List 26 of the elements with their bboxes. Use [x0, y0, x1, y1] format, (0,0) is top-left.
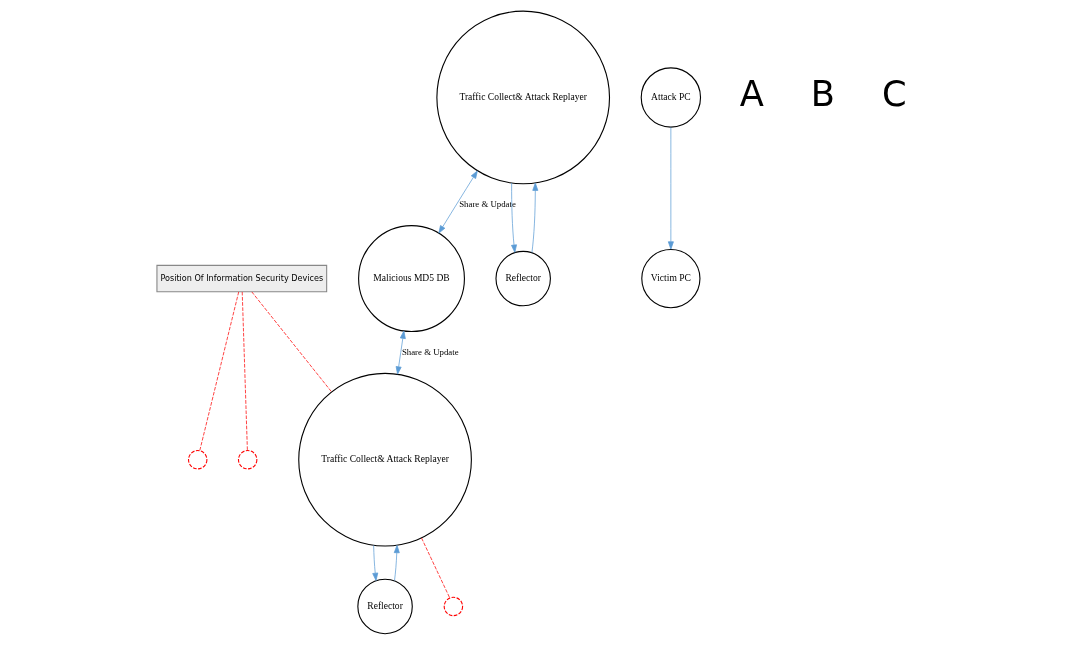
edge-label: Share & Update	[458, 199, 516, 210]
node-box: Position Of Information Security Devices	[155, 264, 327, 293]
node-circle	[237, 449, 257, 470]
connector	[420, 537, 450, 599]
arrow	[437, 170, 478, 234]
arrow	[510, 182, 517, 253]
node-circle	[443, 596, 463, 617]
arrow	[395, 330, 406, 375]
connector	[198, 291, 239, 452]
node-circle: Traffic Collect& Attack Replayer	[435, 10, 610, 185]
connector	[241, 291, 248, 451]
node-circle	[187, 449, 207, 470]
label: C	[881, 73, 907, 115]
connector	[251, 291, 332, 393]
arrow	[371, 545, 378, 581]
node-circle: Reflector	[356, 578, 413, 635]
arrow	[531, 182, 538, 253]
edge-label: Share & Update	[401, 346, 459, 357]
arrow	[667, 126, 674, 250]
label: B	[810, 73, 835, 115]
label: A	[739, 73, 764, 115]
arrow	[393, 545, 400, 581]
node-circle: Traffic Collect& Attack Replayer	[297, 372, 472, 547]
node-circle: Reflector	[494, 250, 551, 307]
node-circle: Victim PC	[640, 248, 700, 309]
node-circle: Attack PC	[640, 67, 701, 128]
